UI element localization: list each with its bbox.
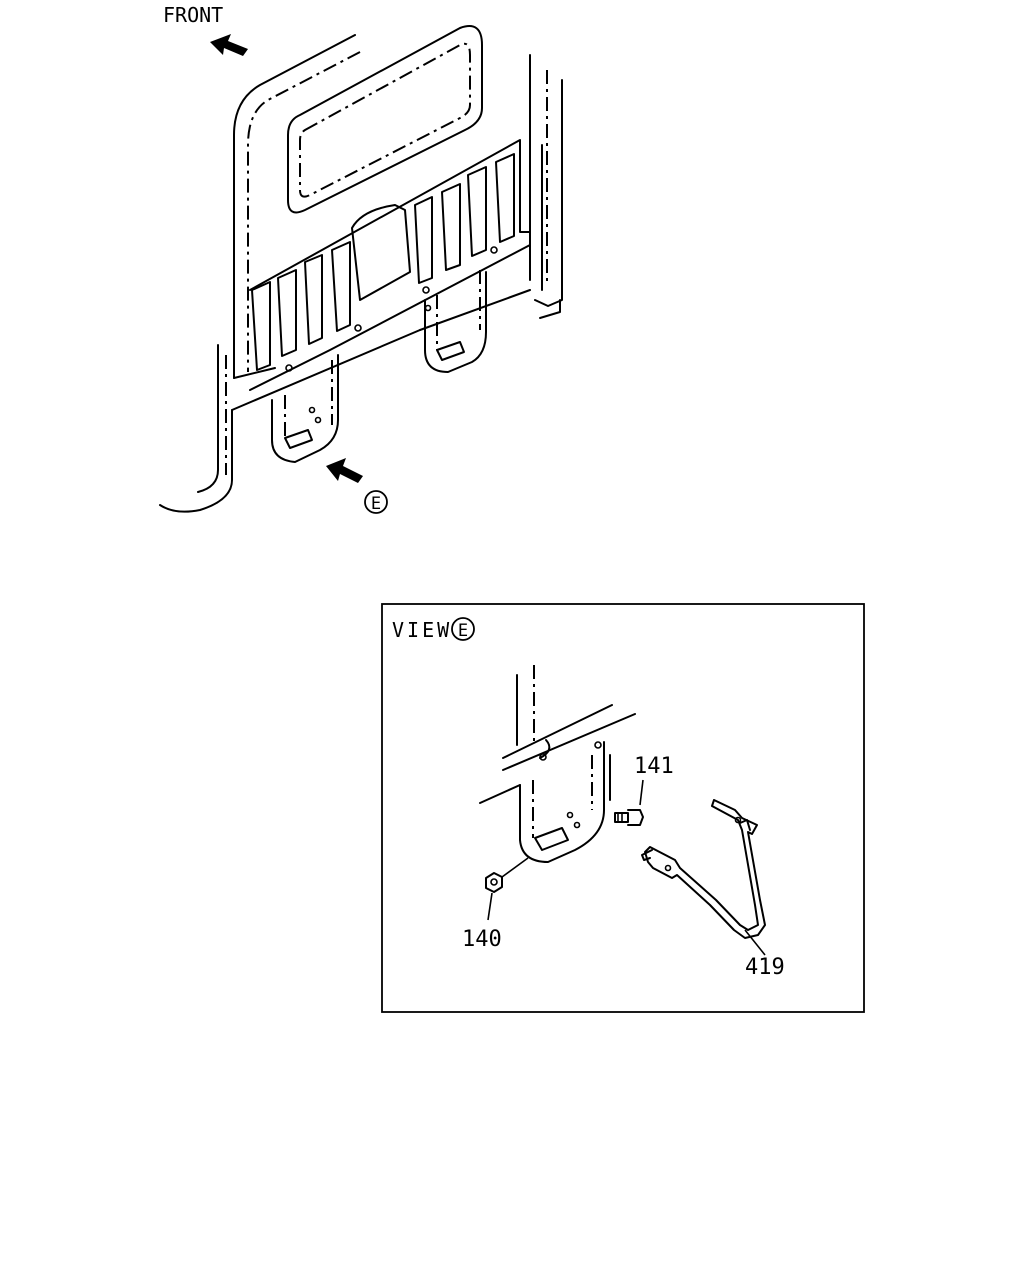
detail-frame: [381, 603, 865, 1013]
part-number-419: 419: [745, 955, 785, 980]
cab-rear-illustration: FRONT: [159, 3, 563, 514]
part-number-141: 141: [634, 754, 674, 779]
view-title-text: VIEW: [392, 618, 452, 642]
front-arrow-icon: [210, 34, 248, 56]
right-bracket: [424, 270, 487, 373]
view-title-marker-letter: E: [458, 621, 468, 641]
view-arrow-icon: [326, 458, 363, 483]
detail-rail: [479, 665, 636, 804]
rear-window: [287, 25, 483, 214]
floor-rail: [159, 289, 531, 513]
left-bracket: [271, 354, 339, 463]
view-title-marker-circle: E: [451, 617, 475, 641]
bolt-141: [614, 779, 644, 826]
part-number-140: 140: [462, 927, 502, 952]
view-marker-circle: E: [364, 490, 388, 514]
bracket-419: [641, 799, 766, 956]
view-marker-letter: E: [371, 494, 381, 514]
lower-panel: [249, 139, 531, 391]
view-detail-panel: VIEW E: [381, 603, 865, 1013]
front-label: FRONT: [163, 3, 223, 27]
nut-140: [485, 857, 529, 921]
detail-bracket: [519, 741, 605, 863]
